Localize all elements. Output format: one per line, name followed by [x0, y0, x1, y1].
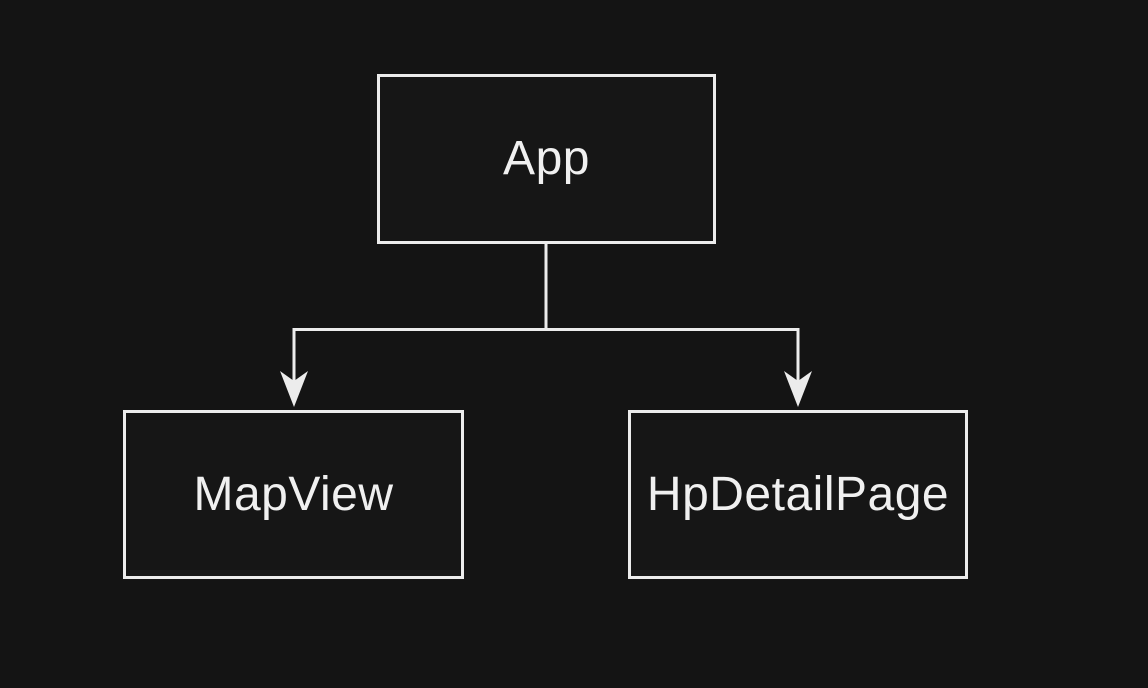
node-hpdetailpage-label: HpDetailPage	[646, 467, 950, 521]
node-app-label: App	[503, 132, 590, 185]
arrowhead-hpdetailpage-icon	[784, 371, 812, 407]
node-mapview-label: MapView	[193, 467, 394, 521]
edge-branch-rail	[292, 328, 800, 382]
node-mapview: MapView	[123, 410, 464, 579]
node-app: App	[377, 74, 716, 244]
arrowhead-mapview-icon	[280, 371, 308, 407]
node-hpdetailpage: HpDetailPage	[628, 410, 968, 579]
